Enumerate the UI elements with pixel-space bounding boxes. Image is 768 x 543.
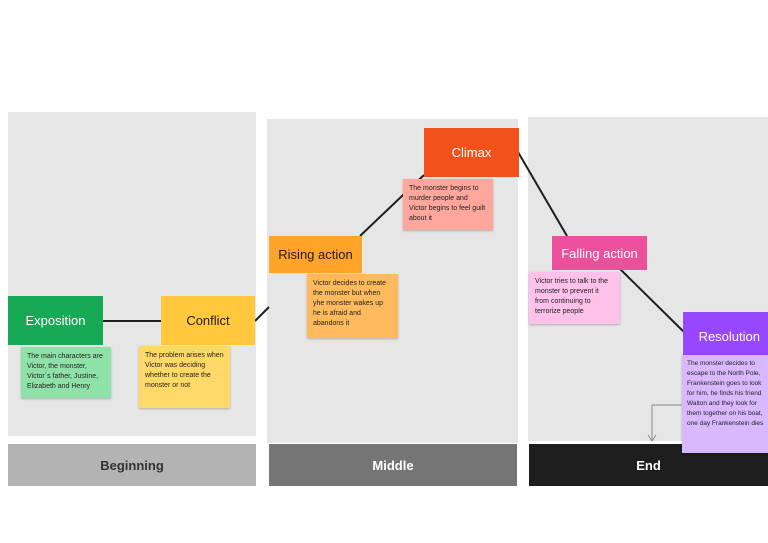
exposition-node: Exposition (8, 296, 103, 345)
resolution-note: The monster decides to escape to the Nor… (682, 355, 768, 453)
connector-falling-resolution (617, 266, 687, 335)
connector-resolution-end (651, 404, 686, 440)
falling-action-note: Victor tries to talk to the monster to p… (529, 272, 620, 324)
resolution-node: Resolution (683, 312, 768, 361)
rising-action-note: Victor decides to create the monster but… (307, 274, 398, 338)
falling-action-node: Falling action (552, 236, 647, 270)
climax-note: The monster begins to murder people and … (403, 179, 493, 230)
middle-label: Middle (269, 444, 517, 486)
climax-node: Climax (424, 128, 519, 177)
beginning-label: Beginning (8, 444, 256, 486)
connector-climax-falling (517, 151, 568, 237)
exposition-note: The main characters are Victor, the mons… (21, 347, 111, 398)
rising-action-node: Rising action (269, 236, 362, 273)
arrowhead-icon (647, 434, 657, 442)
connector-conflict-rising (254, 306, 270, 322)
conflict-note: The problem arises when Victor was decid… (139, 346, 230, 408)
conflict-node: Conflict (161, 296, 255, 345)
